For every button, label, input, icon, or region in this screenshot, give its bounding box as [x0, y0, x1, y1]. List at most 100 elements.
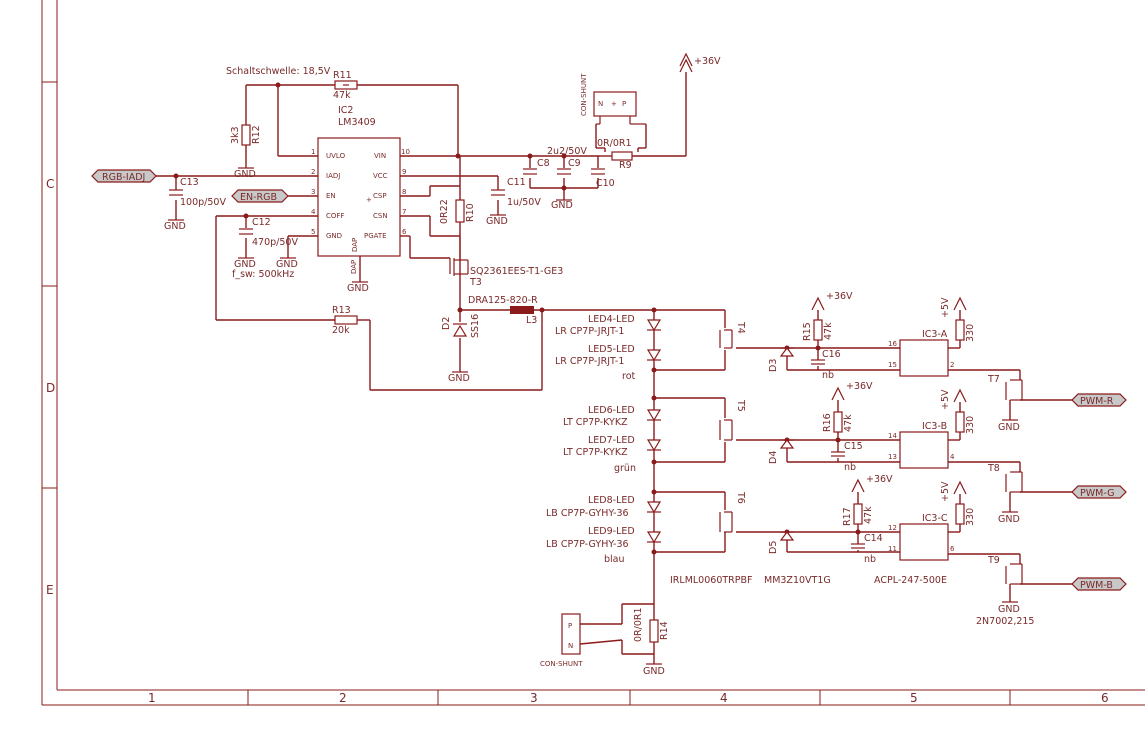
note-gruen: grün: [614, 463, 636, 474]
resistor-r11: R11 47k: [333, 70, 358, 101]
gnd-symbols: GND GND GND GND GND GND GND GND: [164, 167, 573, 384]
svg-text:15: 15: [888, 361, 897, 369]
ic2-pin-num-6: 6: [402, 228, 407, 236]
svg-text:C10: C10: [596, 178, 615, 189]
col-label-5: 5: [910, 691, 918, 705]
con-shunt-top-label: CON-SHUNT: [580, 73, 588, 116]
svg-text:GND: GND: [234, 259, 256, 270]
svg-text:R17: R17: [842, 507, 853, 526]
col-label-3: 3: [530, 691, 538, 705]
svg-text:0R/0R1: 0R/0R1: [633, 607, 644, 642]
led5: LED5-LED LR CP7P-JRJT-1: [555, 344, 662, 367]
svg-text:100p/50V: 100p/50V: [180, 197, 226, 208]
svg-text:47k: 47k: [843, 414, 854, 432]
svg-text:T7: T7: [987, 374, 1000, 385]
svg-text:+36V: +36V: [866, 474, 893, 485]
col-label-1: 1: [148, 691, 156, 705]
svg-text:GND: GND: [551, 200, 573, 211]
svg-text:LT CP7P-KYKZ: LT CP7P-KYKZ: [563, 447, 628, 458]
svg-text:GND: GND: [234, 169, 256, 180]
note-schaltschwelle: Schaltschwelle: 18,5V: [226, 66, 331, 77]
channel-blue: +36V R17 47k C14 nb D5 T6 IC3-C 12 11 6 …: [719, 474, 1127, 615]
ic2-pin-csn: CSN: [373, 212, 388, 220]
svg-text:16: 16: [888, 340, 897, 348]
col-label-2: 2: [339, 691, 347, 705]
note-rot: rot: [622, 371, 636, 382]
svg-text:C15: C15: [844, 441, 863, 452]
svg-text:GND: GND: [164, 221, 186, 232]
svg-text:330: 330: [965, 416, 976, 434]
gnd-ic2-gnd: GND: [276, 257, 298, 270]
svg-text:nb: nb: [822, 370, 834, 381]
led4: LED4-LED LR CP7P-JRJT-1: [555, 314, 662, 337]
ic2-pin-dap: DAP: [351, 238, 359, 252]
svg-text:+5V: +5V: [940, 297, 951, 318]
svg-text:LB CP7P-GYHY-36: LB CP7P-GYHY-36: [546, 539, 629, 550]
resistor-r10: 0R22 R10: [439, 199, 476, 224]
svg-text:R9: R9: [619, 160, 632, 171]
ic2-pin-iadj: IADJ: [326, 172, 340, 180]
svg-text:12: 12: [888, 524, 897, 532]
svg-text:14: 14: [888, 432, 897, 440]
ic2-name: IC2: [338, 105, 353, 116]
svg-text:4: 4: [950, 453, 955, 461]
col-label-4: 4: [720, 691, 728, 705]
svg-text:11: 11: [888, 545, 897, 553]
svg-text:L3: L3: [526, 315, 537, 326]
svg-text:C14: C14: [864, 533, 883, 544]
ic2-pin-uvlo: UVLO: [326, 152, 346, 160]
svg-text:+: +: [611, 100, 617, 108]
led8: LED8-LED LB CP7P-GYHY-36: [546, 495, 662, 519]
svg-text:0R/0R1: 0R/0R1: [597, 138, 632, 149]
con-shunt-top: N + P CON-SHUNT: [580, 73, 646, 125]
gnd-c13: GND: [164, 219, 186, 232]
svg-text:LB CP7P-GYHY-36: LB CP7P-GYHY-36: [546, 508, 629, 519]
svg-text:C9: C9: [568, 158, 581, 169]
col-label-6: 6: [1101, 691, 1109, 705]
svg-text:T4: T4: [735, 321, 746, 334]
ic2-pin-csp: CSP: [373, 192, 387, 200]
svg-text:20k: 20k: [332, 325, 350, 336]
svg-text:D2: D2: [441, 317, 452, 330]
capacitor-c13: C13 100p/50V: [169, 177, 226, 208]
svg-text:470p/50V: 470p/50V: [252, 237, 298, 248]
gnd-r12: GND: [234, 167, 256, 180]
svg-text:C16: C16: [822, 349, 841, 360]
svg-text:GND: GND: [998, 604, 1020, 615]
svg-text:R11: R11: [333, 70, 352, 81]
svg-text:nb: nb: [844, 462, 856, 473]
svg-text:2u2/50V: 2u2/50V: [547, 146, 587, 157]
note-nfet: 2N7002,215: [976, 616, 1034, 627]
led9: LED9-LED LB CP7P-GYHY-36: [546, 526, 662, 550]
svg-text:+: +: [366, 196, 372, 204]
svg-text:LED5-LED: LED5-LED: [588, 344, 635, 355]
svg-text:GND: GND: [486, 216, 508, 227]
svg-text:GND: GND: [643, 666, 665, 677]
ic2-pin-num-1: 1: [311, 148, 315, 156]
port-pwm-g: PWM-G: [1080, 488, 1114, 499]
ic2-pin-num-4: 4: [311, 208, 316, 216]
svg-text:R10: R10: [465, 203, 476, 222]
ic2-pin-vin: VIN: [374, 152, 386, 160]
svg-text:IC3-A: IC3-A: [922, 329, 948, 340]
ic2-pin-num-8: 8: [402, 188, 406, 196]
drawing-frame: C D E 1 2 3 4 5 6: [41, 0, 1145, 706]
ic2-value: LM3409: [338, 117, 376, 128]
svg-text:3k3: 3k3: [230, 126, 241, 144]
svg-text:47k: 47k: [823, 322, 834, 340]
svg-text:330: 330: [965, 324, 976, 342]
svg-text:+5V: +5V: [940, 389, 951, 410]
svg-text:+36V: +36V: [846, 381, 873, 392]
svg-text:LED9-LED: LED9-LED: [588, 526, 635, 537]
svg-text:RGB-IADJ: RGB-IADJ: [102, 172, 145, 183]
svg-text:LR CP7P-JRJT-1: LR CP7P-JRJT-1: [555, 326, 624, 337]
diode-d2: D2 SS16: [441, 314, 481, 338]
gnd-d2: GND: [448, 371, 470, 384]
svg-text:47k: 47k: [333, 90, 351, 101]
svg-text:C8: C8: [537, 158, 550, 169]
ic2-pin-dap-outer: DAP: [350, 260, 358, 274]
con-shunt-bottom-label: CON-SHUNT: [540, 660, 583, 668]
note-t-fet: IRLML0060TRPBF: [670, 575, 752, 586]
svg-text:N: N: [568, 642, 573, 650]
